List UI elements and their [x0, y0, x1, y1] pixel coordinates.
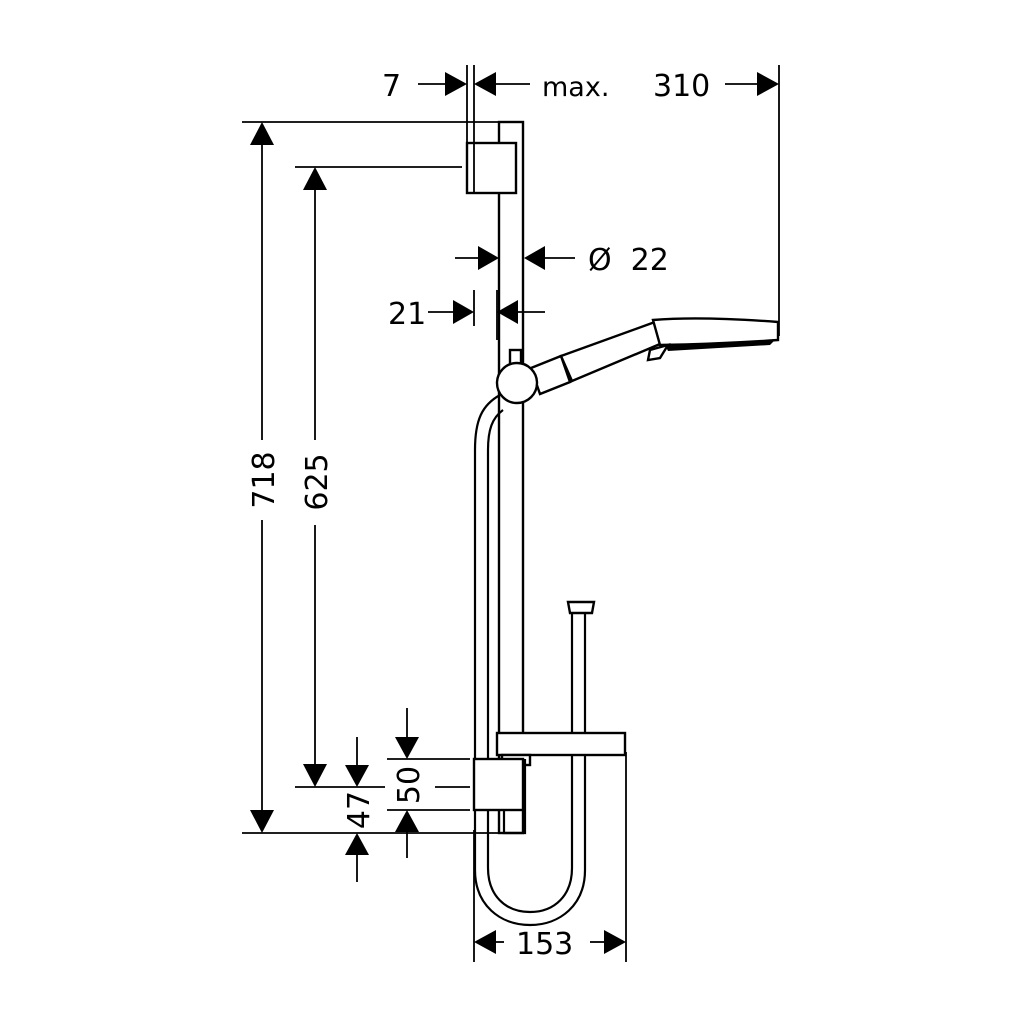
- shower-hose: [473, 394, 596, 927]
- dim-soap-dish-width: 153: [516, 927, 573, 962]
- hand-shower: [495, 317, 780, 405]
- dimension-bracket-bottom: 47: [335, 737, 385, 882]
- dimension-top: 7 max. 310: [382, 65, 780, 336]
- dimension-bracket-height: 50: [387, 708, 470, 858]
- dimension-total-height: 718: [242, 121, 505, 834]
- dimension-rail-diameter: Ø 22: [455, 243, 669, 278]
- dimension-rail-offset: 21: [388, 290, 545, 340]
- dim-max-label: max.: [542, 72, 609, 103]
- dim-bracket-spacing: 625: [300, 453, 335, 510]
- dim-rail-diameter: Ø 22: [588, 243, 669, 278]
- dimension-bracket-spacing: 625: [295, 166, 462, 788]
- dim-max-projection: 310: [653, 69, 710, 104]
- dim-rail-offset: 21: [388, 297, 426, 332]
- upper-wall-bracket: [465, 141, 518, 195]
- lower-wall-bracket: [472, 757, 527, 835]
- dim-bracket-height: 50: [392, 766, 427, 804]
- shower-rail: [497, 120, 525, 835]
- dimension-soap-dish-width: 153: [473, 752, 627, 962]
- dim-bracket-bottom: 47: [342, 791, 377, 829]
- dim-total-height: 718: [247, 451, 282, 508]
- dim-wall-offset: 7: [382, 69, 401, 104]
